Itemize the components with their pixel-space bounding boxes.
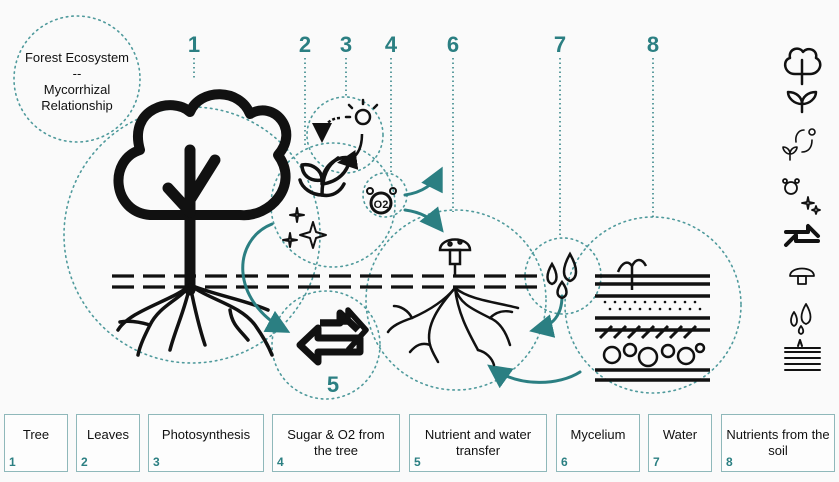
legend-number: 1 [9,455,16,469]
sprout-icon [298,155,352,198]
tree-icon [113,89,292,296]
legend-label: Tree [22,427,50,442]
sparkles-icon [282,207,327,249]
oxygen-out-arrow [403,166,443,197]
sugar-to-mycelium-arrow [403,206,444,233]
legend-label: Photosynthesis [161,427,251,442]
step-number-6: 6 [447,32,459,57]
legend-label: Leaves [87,427,129,442]
soil-layers-icon [784,339,821,371]
legend-item-tree: Tree 1 [4,414,68,472]
step-number-2: 2 [299,32,311,57]
tree-roots [116,283,274,357]
oxygen-label: O2 [374,199,389,211]
leader-lines [193,58,654,238]
legend-label: Nutrient and water transfer [424,427,532,458]
photosynthesis-arrow-out [337,133,364,170]
legend-item-water: Water 7 [648,414,712,472]
legend-number: 8 [726,455,733,469]
water-to-mycelium-arrow [529,294,564,338]
title-circle [13,15,141,143]
water-drops-icon [546,251,578,300]
legend-number: 6 [561,455,568,469]
legend-item-soil-nutrients: Nutrients from the soil 8 [721,414,835,472]
ground-lines [112,274,545,289]
title-line-2: -- [73,66,82,81]
legend-label: Nutrients from the soil [726,427,830,458]
legend-number: 5 [414,455,421,469]
mushroom-icon [789,267,815,285]
step-number-1: 1 [188,32,200,57]
exchange-arrows-icon [784,224,820,247]
water-drops-icon [790,303,812,335]
legend-item-photosynthesis: Photosynthesis 3 [148,414,264,472]
step-number-8: 8 [647,32,659,57]
legend-label: Water [662,427,698,442]
title-line-4: Relationship [41,98,113,113]
oxygen-icon: O2 [366,187,397,215]
mycorrhizal-diagram: Forest Ecosystem -- Mycorrhizal Relation… [13,15,822,400]
sun-circle [306,96,384,174]
soil-circle [564,216,742,394]
legend-number: 4 [277,455,284,469]
step-number-4: 4 [385,32,398,57]
mushroom-icon [438,238,472,276]
tree-circle [63,106,321,364]
legend-item-sugar-o2: Sugar & O2 from the tree 4 [272,414,400,472]
legend-item-transfer: Nutrient and water transfer 5 [409,414,547,472]
legend-number: 7 [653,455,660,469]
legend-item-mycelium: Mycelium 6 [556,414,640,472]
soil-to-mycelium-arrow [487,364,582,389]
step-number-3: 3 [340,32,352,57]
title-line-3: Mycorrhizal [44,82,111,97]
mycelium-network [386,286,520,367]
transfer-circle [271,290,381,400]
legend-label: Mycelium [570,427,626,442]
legend-number: 3 [153,455,160,469]
title-line-1: Forest Ecosystem [25,50,129,65]
step-number-7: 7 [554,32,566,57]
sprout-icon [786,90,818,114]
flow-arrows [241,166,582,389]
legend-row: Tree 1 Leaves 2 Photosynthesis 3 Sugar &… [0,414,839,478]
photosynthesis-arrow-in [312,116,341,143]
legend-item-leaves: Leaves 2 [76,414,140,472]
mycelium-circle [365,209,547,391]
photosynthesis-icon [782,128,816,161]
legend-number: 2 [81,455,88,469]
legend-label: Sugar & O2 from the tree [287,427,385,458]
tree-icon [783,47,822,86]
exchange-arrow-right [320,307,369,352]
sun-icon [344,98,379,126]
tree-to-transfer-arrow [241,222,291,333]
oxygen-sugar-icon [782,178,821,215]
sidebar-icons [782,47,822,371]
step-number-5: 5 [327,372,339,397]
soil-layers-icon [595,258,710,382]
